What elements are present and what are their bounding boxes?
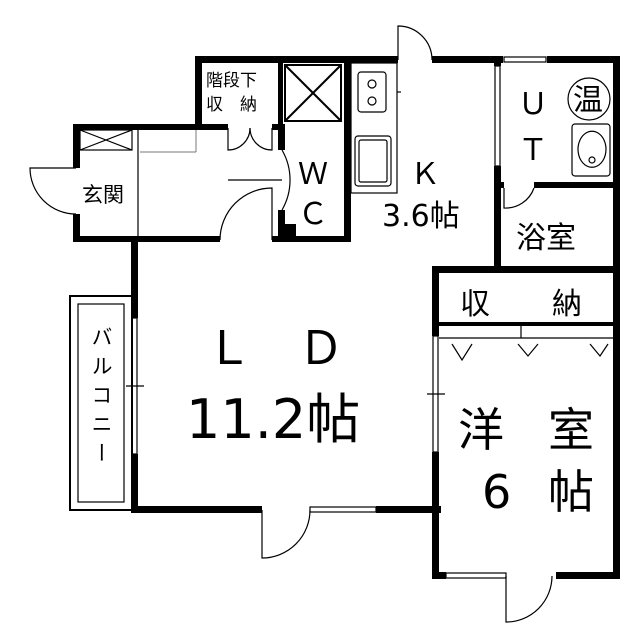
western-size-2: 帖: [548, 465, 594, 519]
western-size-1: 6: [482, 465, 511, 519]
stair-storage-line2: 収 納: [206, 95, 257, 115]
bath-label: 浴室: [516, 221, 576, 256]
water-heater-label: 温: [573, 83, 603, 118]
wc-line2: Ｃ: [298, 197, 328, 232]
stair-storage-line1: 階段下: [206, 71, 257, 91]
wc-line1: Ｗ: [298, 157, 328, 192]
doors-windows: [29, 25, 553, 623]
ut-line1: Ｕ: [518, 87, 548, 122]
kitchen-name: Ｋ: [410, 157, 440, 192]
closet-label-1: 収: [460, 287, 490, 322]
fixtures: [69, 62, 613, 511]
western-name-2: 室: [548, 403, 594, 457]
ut-line2: Ｔ: [518, 133, 548, 168]
kitchen-size: 3.6帖: [382, 199, 460, 234]
ld-name: Ｌ Ｄ: [206, 321, 344, 375]
balcony-label: バルコニー: [89, 326, 113, 471]
entrance-label: 玄関: [82, 183, 124, 207]
room-labels: Ｌ Ｄ 11.2帖 Ｋ 3.6帖 洋 室 6 帖 階段下 収 納 玄関 Ｗ Ｃ …: [82, 71, 603, 519]
western-name-1: 洋: [458, 403, 504, 457]
ld-size: 11.2帖: [186, 388, 360, 451]
closet-label-2: 納: [552, 287, 582, 322]
